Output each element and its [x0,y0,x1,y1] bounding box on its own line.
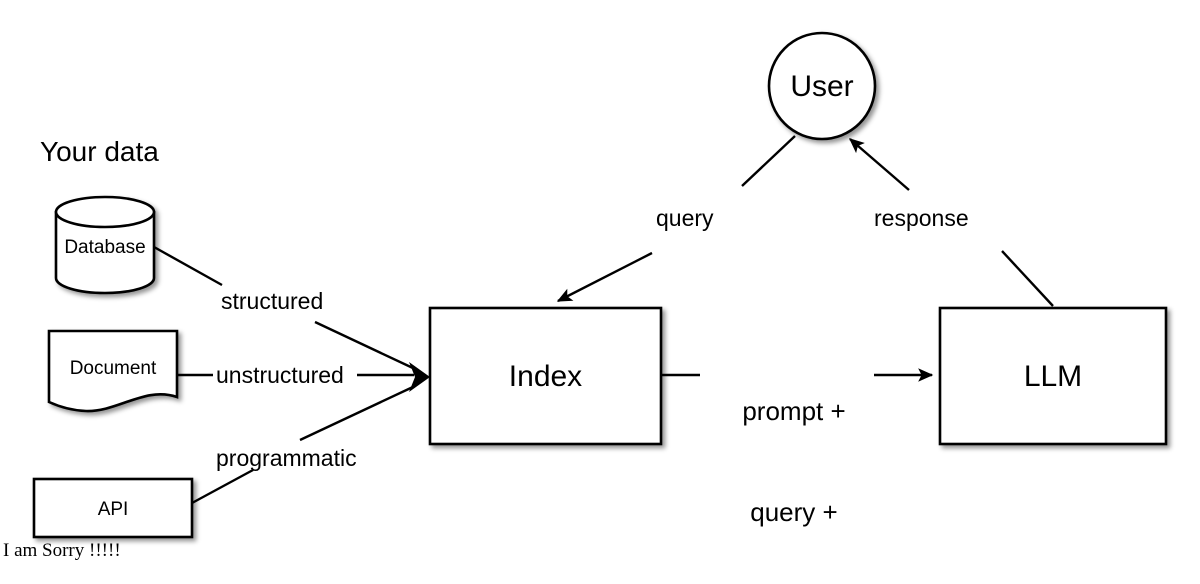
edge-label-structured: structured [221,288,324,314]
api-label: API [97,499,129,520]
document-shape [47,329,179,413]
annotation-artifact-text: I am Sorry !!!!! [3,540,121,561]
index-shape [428,306,663,446]
llm-label: LLM [1023,360,1083,393]
index-label: Index [508,360,583,393]
prompt-payload-label: prompt + query + relevant data [693,327,895,584]
convergence-arrowhead [409,362,430,392]
edge-programmatic [191,384,416,505]
llm-shape [938,306,1168,446]
user-shape [767,31,877,141]
api-shape [32,477,194,539]
user-label: User [790,70,854,103]
edge-label-response: response [874,205,969,231]
page-title: Your data [40,136,159,167]
edge-label-query: query [656,205,714,231]
database-label: Database [64,237,146,258]
edge-query [556,135,796,303]
edge-structured [153,245,416,371]
edge-label-unstructured: unstructured [216,362,344,388]
document-label: Document [69,358,157,379]
prompt-payload-line-1: prompt + [742,395,846,426]
edge-response [849,138,1054,307]
edge-label-programmatic: programmatic [216,445,357,471]
database-shape [54,195,156,295]
prompt-payload-line-2: query + [750,496,838,527]
